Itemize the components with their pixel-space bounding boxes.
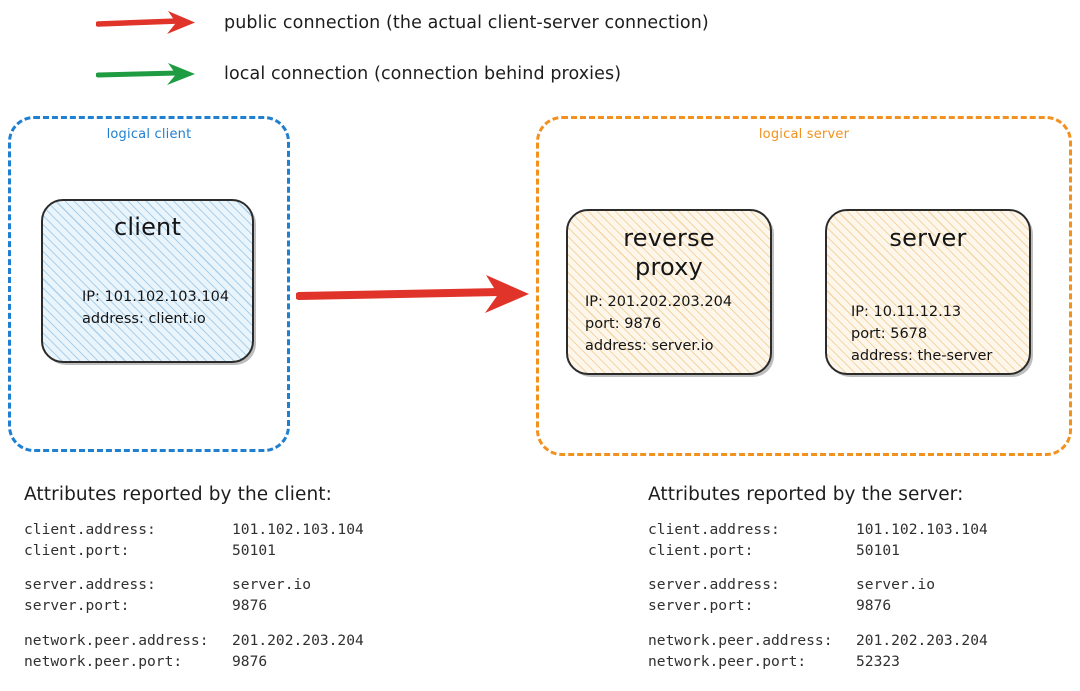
attribute-value: 201.202.203.204 — [856, 631, 988, 649]
attribute-row: network.peer.port: 52323 — [648, 652, 988, 673]
attribute-row: client.port: 50101 — [648, 541, 988, 562]
red-arrow-icon — [96, 11, 195, 34]
attribute-value: 50101 — [856, 541, 900, 559]
attribute-key: server.port: — [24, 597, 130, 615]
logical-client-container: logical client — [8, 116, 290, 452]
attribute-row: server.address: server.io — [24, 575, 364, 596]
attribute-key: client.address: — [24, 521, 156, 538]
attribute-group: server.address: server.io server.port: 9876 — [648, 575, 988, 616]
attribute-row: server.address: server.io — [648, 575, 988, 596]
attribute-value: 9876 — [856, 597, 892, 615]
server-attributes-table: client.address: 101.102.103.104 client.por… — [648, 520, 988, 672]
client-attributes-panel: Attributes reported by the client: clien… — [24, 484, 364, 672]
attribute-group: client.address: 101.102.103.104 client.por… — [648, 520, 988, 561]
attribute-row: client.address: 101.102.103.104 — [24, 520, 364, 541]
attribute-value: server.io — [856, 576, 936, 594]
legend-label-local-connection: local connection (connection behind prox… — [224, 64, 622, 84]
attribute-key: client.port: — [648, 541, 754, 559]
attribute-key: client.port: — [24, 541, 130, 559]
legend-label-public-connection: public connection (the actual client-ser… — [224, 13, 709, 33]
attribute-key: network.peer.address: — [24, 631, 209, 649]
legend-item-local-connection: local connection (connection behind prox… — [96, 59, 621, 89]
node-client-title: client — [113, 213, 182, 241]
attribute-key: network.peer.port: — [648, 652, 807, 670]
attribute-key: server.address: — [648, 576, 780, 594]
attribute-group: server.address: server.io server.port: 9876 — [24, 575, 364, 616]
attribute-value: 101.102.103.104 — [856, 521, 988, 538]
attribute-row: network.peer.port: 9876 — [24, 652, 364, 673]
client-attributes-table: client.address: 101.102.103.104 client.por… — [24, 520, 364, 672]
attribute-value: 201.202.203.204 — [232, 631, 364, 649]
attribute-key: server.address: — [24, 576, 156, 594]
logical-client-caption: logical client — [106, 127, 192, 142]
node-server-title: server — [889, 224, 967, 252]
legend-item-public-connection: public connection (the actual client-ser… — [96, 8, 709, 38]
attribute-key: server.port: — [648, 597, 754, 615]
attribute-key: client.address: — [648, 521, 780, 538]
attribute-value: 101.102.103.104 — [232, 521, 364, 538]
attribute-row: network.peer.address: 201.202.203.204 — [648, 631, 988, 652]
green-arrow-icon — [96, 63, 195, 85]
logical-server-caption: logical server — [758, 127, 850, 142]
logical-server-container: logical server — [536, 116, 1072, 456]
attribute-value: server.io — [232, 576, 312, 594]
attribute-group: client.address: 101.102.103.104 client.por… — [24, 520, 364, 561]
attribute-key: network.peer.port: — [24, 652, 183, 670]
attribute-row: network.peer.address: 201.202.203.204 — [24, 631, 364, 652]
attribute-row: client.port: 50101 — [24, 541, 364, 562]
attribute-value: 52323 — [856, 652, 900, 670]
server-attributes-heading: Attributes reported by the server: — [648, 484, 964, 505]
client-attributes-heading: Attributes reported by the client: — [24, 484, 332, 505]
public-connection-arrow — [296, 275, 529, 313]
attribute-row: server.port: 9876 — [24, 596, 364, 617]
attribute-row: server.port: 9876 — [648, 596, 988, 617]
attribute-key: network.peer.address: — [648, 631, 833, 649]
attribute-row: client.address: 101.102.103.104 — [648, 520, 988, 541]
server-attributes-panel: Attributes reported by the server: clien… — [648, 484, 988, 672]
attribute-value: 9876 — [232, 597, 268, 615]
attribute-value: 9876 — [232, 652, 268, 670]
attribute-value: 50101 — [232, 541, 276, 559]
